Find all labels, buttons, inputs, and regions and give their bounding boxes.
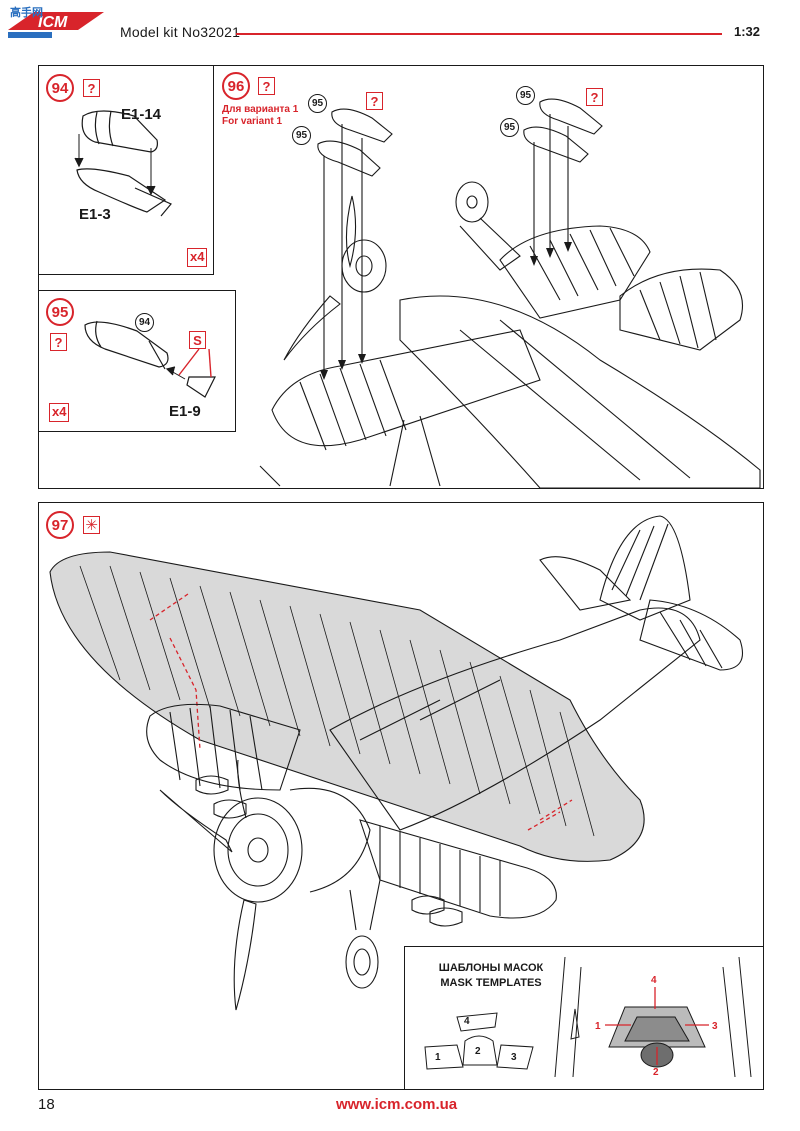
quantity-badge: x4 bbox=[49, 403, 70, 422]
note-icon: ? bbox=[50, 333, 67, 351]
note-icon: ? bbox=[586, 88, 603, 106]
mask-num-4: 4 bbox=[464, 1016, 470, 1027]
mask-templates-panel: ШАБЛОНЫ МАСОК MASK TEMPLATES 4 2 1 3 4 1… bbox=[404, 946, 764, 1090]
step-number-94: 94 bbox=[46, 74, 74, 102]
canopy-num-3: 3 bbox=[712, 1021, 718, 1032]
website-link[interactable]: www.icm.com.ua bbox=[336, 1096, 458, 1113]
ref-step-95: 95 bbox=[516, 86, 535, 105]
variant-label-ru: Для варианта 1 bbox=[222, 104, 299, 115]
step-94-panel: 94 ? E1-14 E1-3 x4 bbox=[38, 65, 214, 275]
glue-icon: S bbox=[189, 331, 206, 349]
mask-num-1: 1 bbox=[435, 1052, 441, 1063]
mask-title-ru: ШАБЛОНЫ МАСОК bbox=[438, 962, 544, 974]
ref-step-95: 95 bbox=[308, 94, 327, 113]
canopy-num-2: 2 bbox=[653, 1067, 659, 1078]
icm-logo: ICM 高手网 bbox=[4, 4, 108, 42]
mask-num-3: 3 bbox=[511, 1052, 517, 1063]
logo-watermark: 高手网 bbox=[10, 5, 43, 19]
quantity-badge: x4 bbox=[187, 248, 208, 267]
step-number-97: 97 bbox=[46, 511, 74, 539]
canopy-num-4: 4 bbox=[651, 975, 657, 986]
variant-label-en: For variant 1 bbox=[222, 116, 283, 127]
mask-shapes: 4 2 1 3 4 1 3 2 bbox=[424, 956, 752, 1078]
note-icon: ? bbox=[258, 77, 275, 95]
fin-assembly-illustration bbox=[84, 320, 216, 398]
header-rule bbox=[236, 33, 722, 35]
part-label-e1-14: E1-14 bbox=[121, 106, 162, 123]
bomb-assembly-illustration bbox=[74, 110, 172, 217]
scale-label: 1:32 bbox=[734, 24, 761, 39]
step-number-95: 95 bbox=[46, 298, 74, 326]
step-number-96: 96 bbox=[222, 72, 250, 100]
page-number: 18 bbox=[38, 1096, 55, 1113]
part-label-e1-9: E1-9 bbox=[169, 403, 201, 420]
note-icon: ? bbox=[366, 92, 383, 110]
mask-title-en: MASK TEMPLATES bbox=[440, 977, 542, 989]
part-label-e1-3: E1-3 bbox=[79, 206, 111, 223]
ref-step-95: 95 bbox=[292, 126, 311, 145]
paint-icon: ✳ bbox=[83, 516, 100, 534]
logo-text: ICM bbox=[38, 14, 68, 31]
mask-num-2: 2 bbox=[475, 1046, 481, 1057]
ref-step-94: 94 bbox=[135, 313, 154, 332]
step-95-panel: 95 ? 94 S x4 E1-9 bbox=[38, 290, 236, 432]
ref-step-95: 95 bbox=[500, 118, 519, 137]
model-kit-number: Model kit No32021 bbox=[120, 24, 241, 40]
note-icon: ? bbox=[83, 79, 100, 97]
canopy-num-1: 1 bbox=[595, 1021, 601, 1032]
